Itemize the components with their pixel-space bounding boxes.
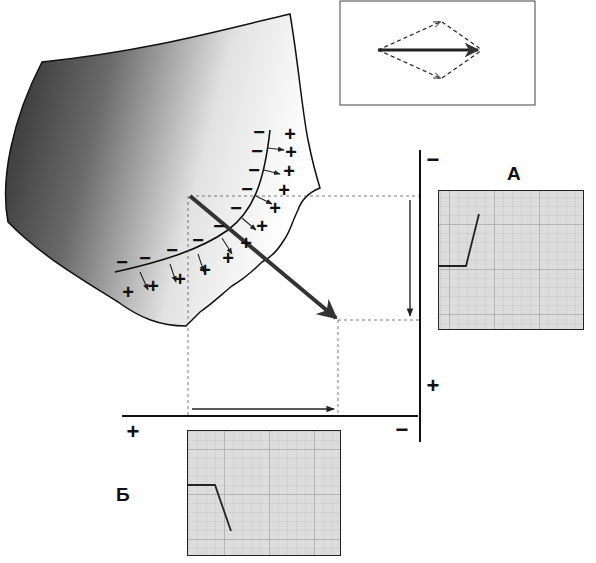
ecg-panel: Б: [187, 430, 341, 556]
charge-sign: +: [122, 282, 134, 302]
local-vectors: [140, 148, 284, 290]
axis-polarity: +: [127, 421, 140, 443]
charge-sign: +: [199, 260, 211, 280]
projection-lines: [188, 196, 420, 415]
charge-sign: −: [166, 240, 178, 260]
ecg-grid: [438, 190, 584, 330]
axis-polarity: +: [427, 375, 440, 397]
local-vector: [140, 272, 148, 290]
ecg-trace: [438, 214, 479, 266]
local-vector: [268, 148, 284, 150]
axis-polarity: −: [396, 419, 409, 441]
charge-sign: +: [240, 233, 252, 253]
charge-sign: +: [285, 142, 297, 162]
local-vector: [242, 218, 256, 230]
inset-frame: [340, 1, 535, 105]
resultant-vector: [190, 196, 336, 318]
charge-sign: +: [222, 248, 234, 268]
charge-sign: −: [139, 248, 151, 268]
local-vector: [264, 170, 280, 174]
vector-addition: [378, 22, 482, 78]
projection-vertical: [409, 200, 410, 316]
axis-polarity: −: [427, 149, 440, 171]
charge-sign: +: [147, 276, 159, 296]
panel-label: А: [507, 163, 521, 185]
tissue-fragment: [6, 14, 320, 326]
charge-sign: −: [253, 122, 265, 142]
projection-horizontal: [192, 408, 334, 409]
charge-sign: +: [278, 180, 290, 200]
charge-sign: −: [213, 216, 225, 236]
lead-axis-vertical: [419, 150, 421, 442]
ecg-trace: [187, 485, 231, 531]
charge-sign: +: [256, 216, 268, 236]
lead-axis-horizontal: [122, 415, 418, 417]
charge-sign: +: [269, 198, 281, 218]
charge-sign: −: [230, 198, 242, 218]
ecg-grid: [187, 430, 341, 556]
charge-sign: −: [192, 230, 204, 250]
charge-sign: +: [283, 161, 295, 181]
wavefront-line: [115, 130, 270, 272]
charge-sign: −: [251, 141, 263, 161]
ecg-panel: А: [438, 190, 584, 330]
charge-sign: −: [116, 252, 128, 272]
charge-sign: −: [248, 160, 260, 180]
charge-sign: +: [174, 269, 186, 289]
charge-sign: +: [284, 124, 296, 144]
panel-label: Б: [116, 484, 130, 506]
charge-sign: −: [241, 179, 253, 199]
